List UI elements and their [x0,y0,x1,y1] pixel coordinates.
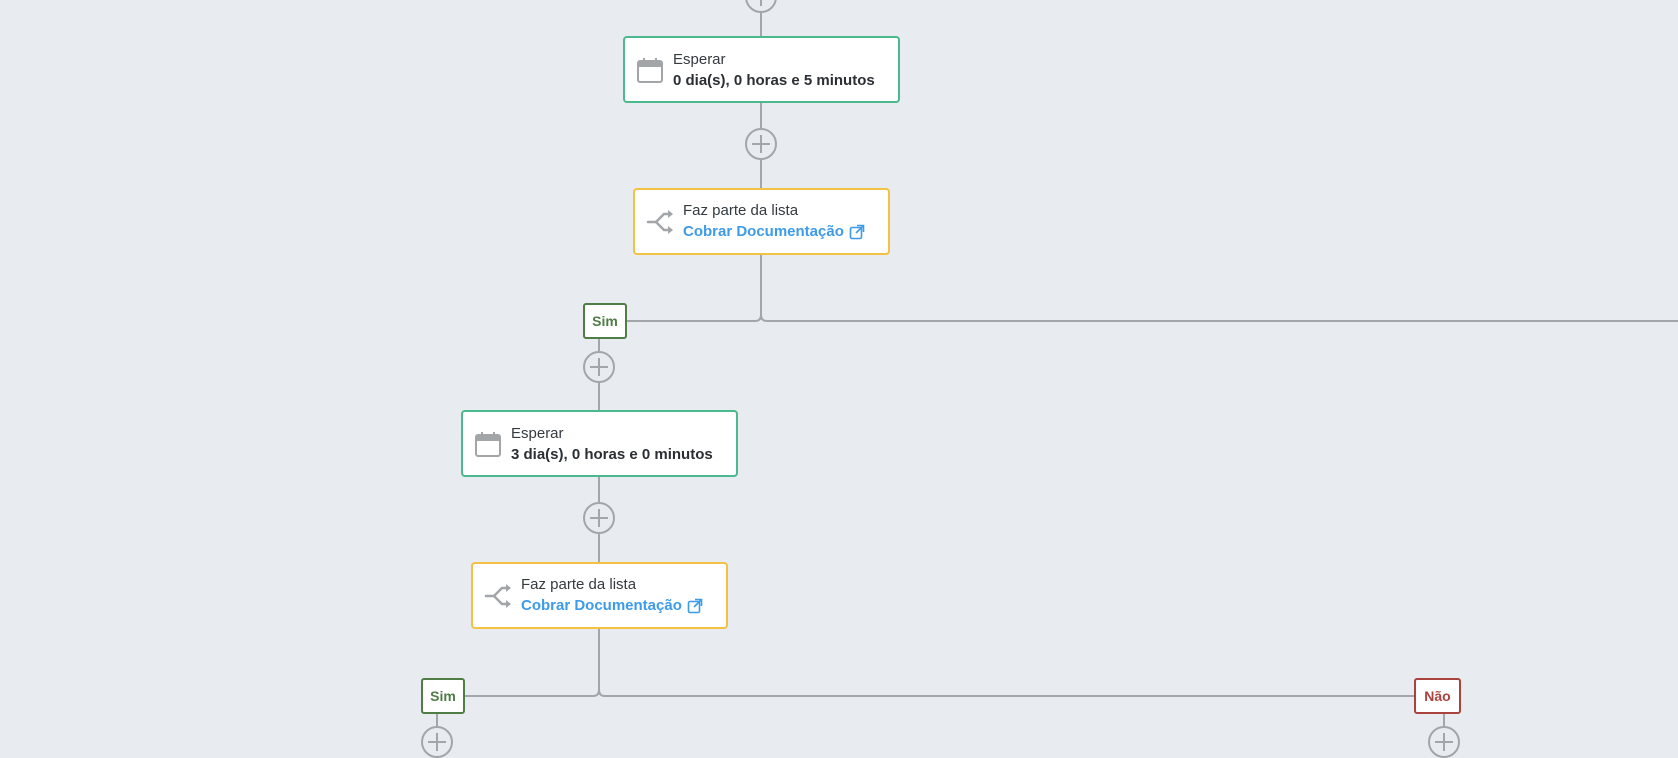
yes-branch-tag[interactable]: Sim [421,678,465,714]
calendar-icon [637,57,663,83]
list-link[interactable]: Cobrar Documentação [521,597,682,614]
add-step-button[interactable] [745,0,777,13]
yes-label: Sim [430,688,456,704]
wait-node[interactable]: Esperar 0 dia(s), 0 horas e 5 minutos [623,36,900,103]
branch-icon [646,209,673,234]
external-link-icon[interactable] [687,598,703,614]
wait-label: Esperar [511,424,564,442]
list-link[interactable]: Cobrar Documentação [683,223,844,240]
add-step-button[interactable] [421,726,453,758]
no-label: Não [1424,688,1451,704]
add-step-button[interactable] [745,128,777,160]
wait-node[interactable]: Esperar 3 dia(s), 0 horas e 0 minutos [461,410,738,477]
wait-duration: 3 dia(s), 0 horas e 0 minutos [511,445,713,463]
yes-branch-tag[interactable]: Sim [583,303,627,339]
branch-icon [484,583,511,608]
no-branch-tag[interactable]: Não [1414,678,1461,714]
condition-label: Faz parte da lista [521,576,637,593]
list-condition-node[interactable]: Faz parte da lista Cobrar Documentação [471,562,728,629]
wait-duration: 0 dia(s), 0 horas e 5 minutos [673,71,875,89]
add-step-button[interactable] [583,502,615,534]
wait-label: Esperar [673,50,726,68]
list-condition-node[interactable]: Faz parte da lista Cobrar Documentação [633,188,890,255]
yes-label: Sim [592,313,618,329]
condition-label: Faz parte da lista [683,202,799,219]
calendar-icon [475,431,501,457]
external-link-icon[interactable] [849,224,865,240]
add-step-button[interactable] [1428,726,1460,758]
add-step-button[interactable] [583,351,615,383]
